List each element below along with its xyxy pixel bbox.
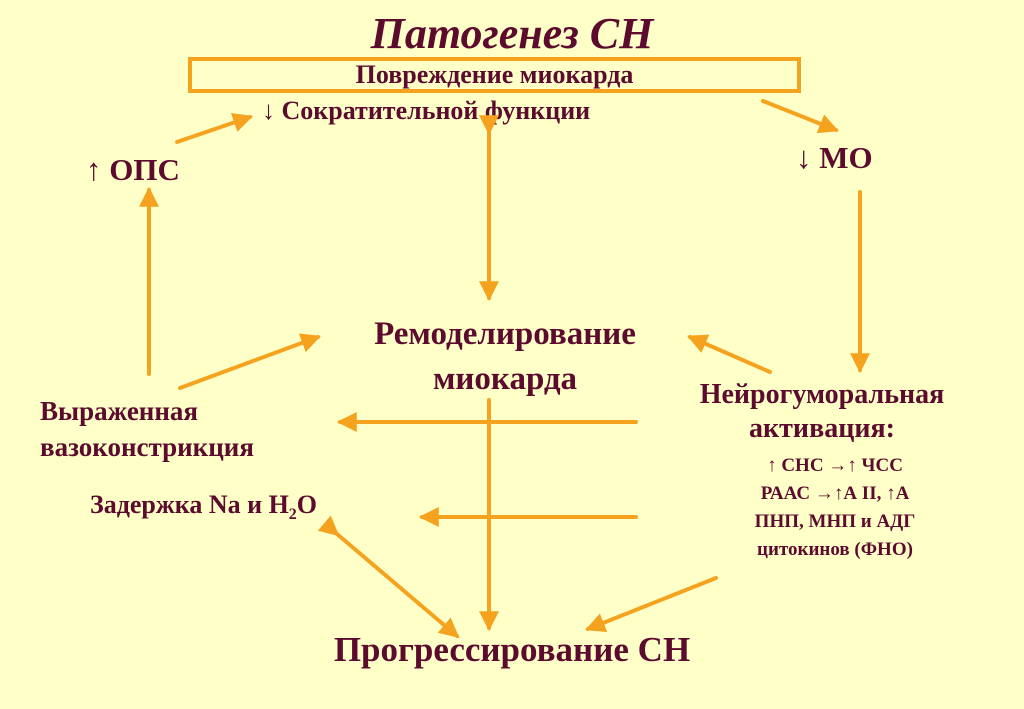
arrow-neuro-to-remodeling <box>687 334 772 374</box>
arrow-ops-to-contractility <box>175 112 254 144</box>
mo-label: ↓ МО <box>796 140 873 175</box>
neurohumoral-item: ↑ СНС →↑ ЧСС <box>767 455 903 476</box>
neurohumoral-line2: активация: <box>749 413 895 444</box>
arrow-neuro-to-progression <box>585 576 718 633</box>
arrow-sodium-progression <box>317 515 460 639</box>
page-title: Патогенез СН <box>370 9 654 58</box>
sodium-retention-suffix: O <box>296 490 318 519</box>
ops-label: ↑ ОПС <box>86 152 180 187</box>
arrow-vaso-to-remodeling <box>178 333 322 390</box>
neurohumoral-items: ↑ СНС →↑ ЧСС РААС →↑А II, ↑А ПНП, МНП и … <box>690 452 980 564</box>
contractility-label: ↓ Сократительной функции <box>262 96 591 125</box>
vasoconstriction-line1: Выраженная <box>40 396 199 426</box>
remodeling-line1: Ремоделирование <box>374 316 636 352</box>
myocardial-damage-label: Повреждение миокарда <box>355 60 634 89</box>
remodeling-node: Ремоделирование миокарда <box>300 312 710 402</box>
neurohumoral-item: РААС →↑А II, ↑А <box>760 483 910 504</box>
arrow-contractility-to-mo <box>761 99 839 134</box>
sodium-retention-text: Задержка Na и H <box>90 490 289 519</box>
neurohumoral-line1: Нейрогуморальная <box>699 379 945 410</box>
remodeling-line2: миокарда <box>432 361 578 397</box>
vasoconstriction-line2: вазоконстрикция <box>40 432 254 462</box>
sodium-retention-node: Задержка Na и H2O <box>90 490 317 524</box>
myocardial-damage-box <box>188 57 801 93</box>
vasoconstriction-node: Выраженная вазоконстрикция <box>40 393 254 465</box>
sodium-retention-subscript: 2 <box>288 506 297 524</box>
neurohumoral-item: ПНП, МНП и АДГ <box>754 511 916 532</box>
neurohumoral-item: цитокинов (ФНО) <box>757 539 913 560</box>
neurohumoral-node: Нейрогуморальная активация: <box>652 378 992 446</box>
